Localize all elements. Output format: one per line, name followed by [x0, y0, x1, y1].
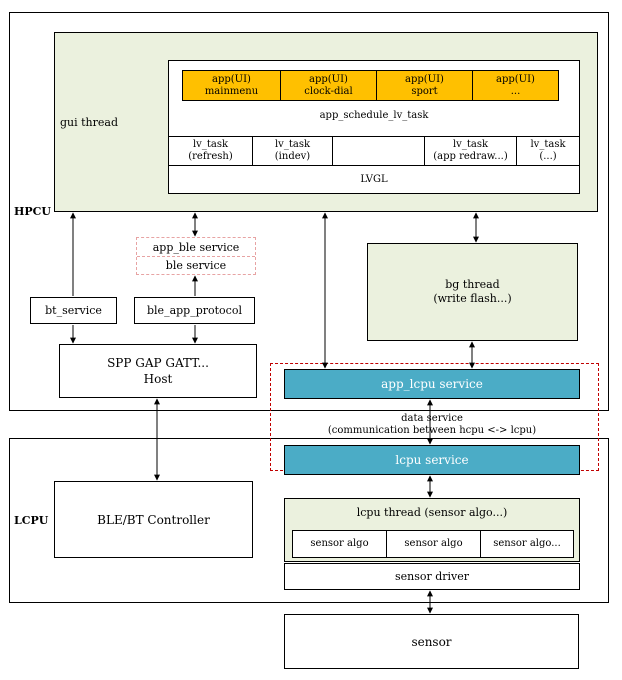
lv-task-refresh: lv_task (refresh) — [168, 136, 253, 166]
lv-task-more: lv_task (...) — [516, 136, 580, 166]
lv-task-desc: (indev) — [274, 151, 311, 162]
lv-task-desc: (app redraw...) — [433, 151, 508, 162]
app-lcpu-service-box: app_lcpu service — [284, 369, 580, 399]
gui-thread-label: gui thread — [60, 116, 119, 129]
data-service-title: data service — [401, 413, 463, 424]
lcpu-thread-label: lcpu thread (sensor algo...) — [356, 506, 508, 519]
app-ui-name: clock-dial — [304, 85, 353, 97]
app-ble-service: app_ble service — [152, 240, 240, 254]
host-label: Host — [143, 372, 173, 386]
app-ui-name: ... — [510, 85, 521, 97]
bt-service-box: bt_service — [30, 297, 117, 324]
ble-bt-controller-box: BLE/BT Controller — [54, 481, 253, 558]
app-ui-sport: app(UI) sport — [376, 70, 473, 101]
data-service-label: data service (communication between hcpu… — [284, 410, 580, 440]
sensor-algo-box: sensor algo — [292, 530, 387, 558]
app-ui-mainmenu: app(UI) mainmenu — [182, 70, 281, 101]
app-ui-more: app(UI) ... — [472, 70, 559, 101]
bg-thread-desc: (write flash...) — [433, 292, 512, 305]
lv-task-app-redraw: lv_task (app redraw...) — [424, 136, 517, 166]
lv-task-desc: (...) — [539, 151, 557, 162]
bg-thread-label: bg thread — [445, 278, 500, 291]
lv-task-label: lv_task — [530, 139, 566, 150]
lv-task-desc: (refresh) — [188, 151, 233, 162]
lcpu-service-box: lcpu service — [284, 445, 580, 475]
app-ui-label: app(UI) — [496, 73, 535, 85]
host-protocols: SPP GAP GATT... — [107, 356, 209, 370]
hpcu-label: HPCU — [14, 205, 52, 218]
app-ui-label: app(UI) — [212, 73, 251, 85]
app-schedule-label: app_schedule_lv_task — [319, 110, 429, 121]
host-stack-box: SPP GAP GATT... Host — [59, 344, 257, 398]
sensor-driver-box: sensor driver — [284, 563, 580, 590]
sensor-algo-box: sensor algo — [386, 530, 481, 558]
lv-task-label: lv_task — [192, 139, 229, 150]
app-ui-clock-dial: app(UI) clock-dial — [280, 70, 377, 101]
app-ui-label: app(UI) — [309, 73, 348, 85]
lvgl-box: LVGL — [168, 165, 580, 194]
sensor-algo-box: sensor algo... — [480, 530, 574, 558]
lv-task-empty — [332, 136, 425, 166]
ble-app-protocol-box: ble_app_protocol — [134, 297, 255, 324]
lv-task-indev: lv_task (indev) — [252, 136, 333, 166]
bg-thread-box: bg thread (write flash...) — [367, 243, 578, 341]
app-ui-name: sport — [411, 85, 438, 97]
ble-service: ble service — [165, 258, 227, 272]
app-ui-name: mainmenu — [204, 85, 259, 97]
lv-task-label: lv_task — [274, 139, 311, 150]
sensor-box: sensor — [284, 614, 579, 669]
app-ui-label: app(UI) — [405, 73, 444, 85]
data-service-desc: (communication between hcpu <-> lcpu) — [327, 425, 537, 436]
ble-service-group: app_ble service ble service — [136, 237, 256, 275]
lv-task-label: lv_task — [452, 139, 489, 150]
lcpu-label: LCPU — [14, 514, 49, 527]
